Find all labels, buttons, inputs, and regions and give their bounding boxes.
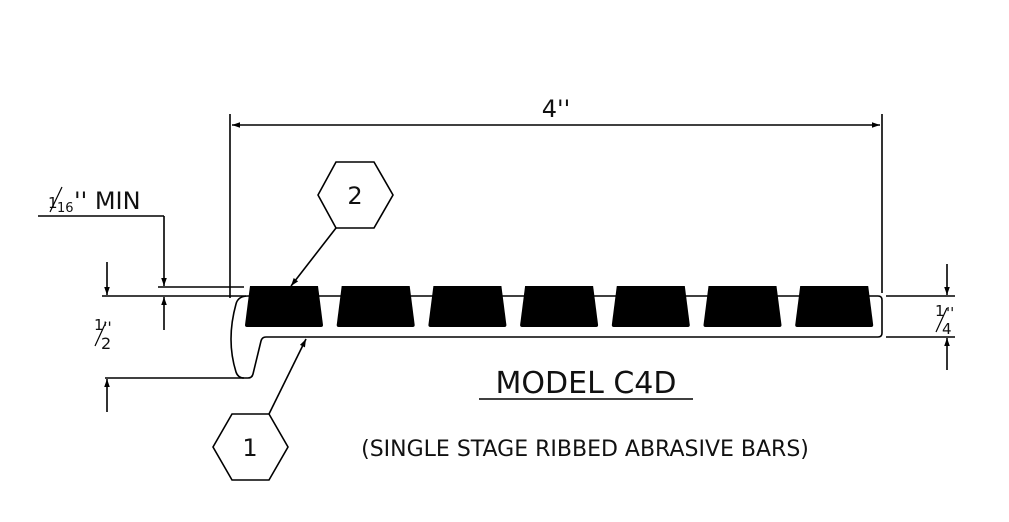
model-title: MODEL C4D <box>496 366 677 401</box>
balloon-1-label: 1 <box>242 434 257 462</box>
thickness-dimension: 1 4 '' <box>886 264 955 370</box>
abrasive-bar <box>336 286 415 327</box>
balloon-1: 1 <box>212 338 307 481</box>
abrasive-bar <box>703 286 782 327</box>
min-projection-dimension: 1 16 '' MIN <box>38 186 244 330</box>
height-numerator: 1 <box>94 316 104 334</box>
balloon-2-label: 2 <box>347 182 362 210</box>
abrasive-bars <box>245 286 874 327</box>
abrasive-bar <box>611 286 690 327</box>
height-dimension: 1 2 '' <box>94 262 246 412</box>
balloon-2: 2 <box>290 161 394 287</box>
abrasive-bar <box>795 286 874 327</box>
model-subtitle: (SINGLE STAGE RIBBED ABRASIVE BARS) <box>361 437 809 462</box>
overall-width-dimension: 4'' <box>229 95 883 298</box>
thickness-denominator: 4 <box>942 320 952 338</box>
thickness-suffix: '' <box>946 304 954 322</box>
abrasive-bar <box>520 286 599 327</box>
height-denominator: 2 <box>101 334 111 353</box>
thickness-numerator: 1 <box>935 302 945 320</box>
base-plate <box>105 295 883 379</box>
abrasive-bar <box>245 286 323 327</box>
height-suffix: '' <box>103 318 112 337</box>
min-projection-numerator: 1 <box>48 194 58 212</box>
min-projection-denominator: 16 <box>57 201 74 216</box>
abrasive-bar <box>428 286 507 327</box>
overall-width-label: 4'' <box>542 95 570 123</box>
min-projection-suffix: '' MIN <box>74 187 141 215</box>
